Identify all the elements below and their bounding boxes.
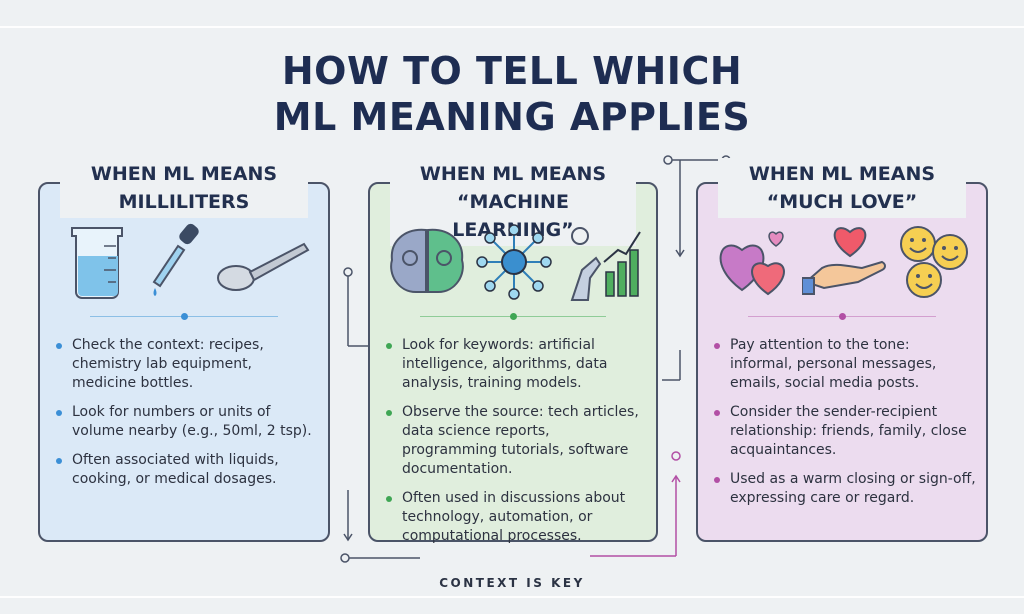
beaker-icon — [71, 227, 123, 299]
robot-chart-icon — [570, 227, 641, 301]
title-line-1: HOW TO TELL WHICH — [281, 49, 743, 93]
card-heading-line-2: MILLILITERS — [118, 191, 250, 213]
card-bullets: Pay attention to the tone: informal, per… — [712, 336, 976, 518]
card-heading-line-1: WHEN ML MEANS — [90, 163, 278, 185]
network-icon — [476, 224, 552, 300]
card-milliliters: WHEN ML MEANS MILLILITERS Check the cont… — [38, 158, 330, 542]
list-item: Used as a warm closing or sign-off, expr… — [712, 470, 976, 508]
list-item: Often used in discussions about technolo… — [384, 489, 646, 546]
card-heading-line-1: WHEN ML MEANS — [748, 163, 936, 185]
card-icons — [40, 220, 328, 310]
card-heading: WHEN ML MEANS MILLILITERS — [60, 158, 308, 218]
brain-icon — [390, 228, 464, 293]
footer-caption: CONTEXT IS KEY — [439, 576, 585, 590]
card-heading-line-1: WHEN ML MEANS — [419, 163, 607, 185]
card-heading-line-2: “MUCH LOVE” — [766, 191, 918, 213]
hand-heart-icon — [802, 227, 886, 295]
measuring-spoon-icon — [217, 242, 310, 291]
card-icons — [698, 220, 986, 310]
title-line-2: ML MEANING APPLIES — [273, 95, 751, 139]
top-frame-line — [0, 26, 1024, 28]
card-much-love: WHEN ML MEANS “MUCH LOVE” — [696, 158, 988, 542]
card-separator — [90, 313, 278, 320]
list-item: Observe the source: tech articles, data … — [384, 403, 646, 479]
list-item: Consider the sender-recipient relationsh… — [712, 403, 976, 460]
card-bullets: Look for keywords: artificial intelligen… — [384, 336, 646, 556]
smileys-icon — [900, 226, 968, 298]
card-heading: WHEN ML MEANS “MUCH LOVE” — [718, 158, 966, 218]
card-icons — [370, 220, 656, 310]
bottom-frame-line — [0, 596, 1024, 598]
card-bullets: Check the context: recipes, chemistry la… — [54, 336, 318, 499]
card-separator — [420, 313, 606, 320]
hearts-icon — [719, 231, 785, 296]
card-separator — [748, 313, 936, 320]
list-item: Look for keywords: artificial intelligen… — [384, 336, 646, 393]
list-item: Look for numbers or units of volume near… — [54, 403, 318, 441]
list-item: Check the context: recipes, chemistry la… — [54, 336, 318, 393]
list-item: Often associated with liquids, cooking, … — [54, 451, 318, 489]
dropper-icon — [152, 223, 199, 296]
list-item: Pay attention to the tone: informal, per… — [712, 336, 976, 393]
page-title: HOW TO TELL WHICH ML MEANING APPLIES — [0, 48, 1024, 140]
card-machine-learning: WHEN ML MEANS “MACHINE LEARNING” — [368, 158, 658, 544]
